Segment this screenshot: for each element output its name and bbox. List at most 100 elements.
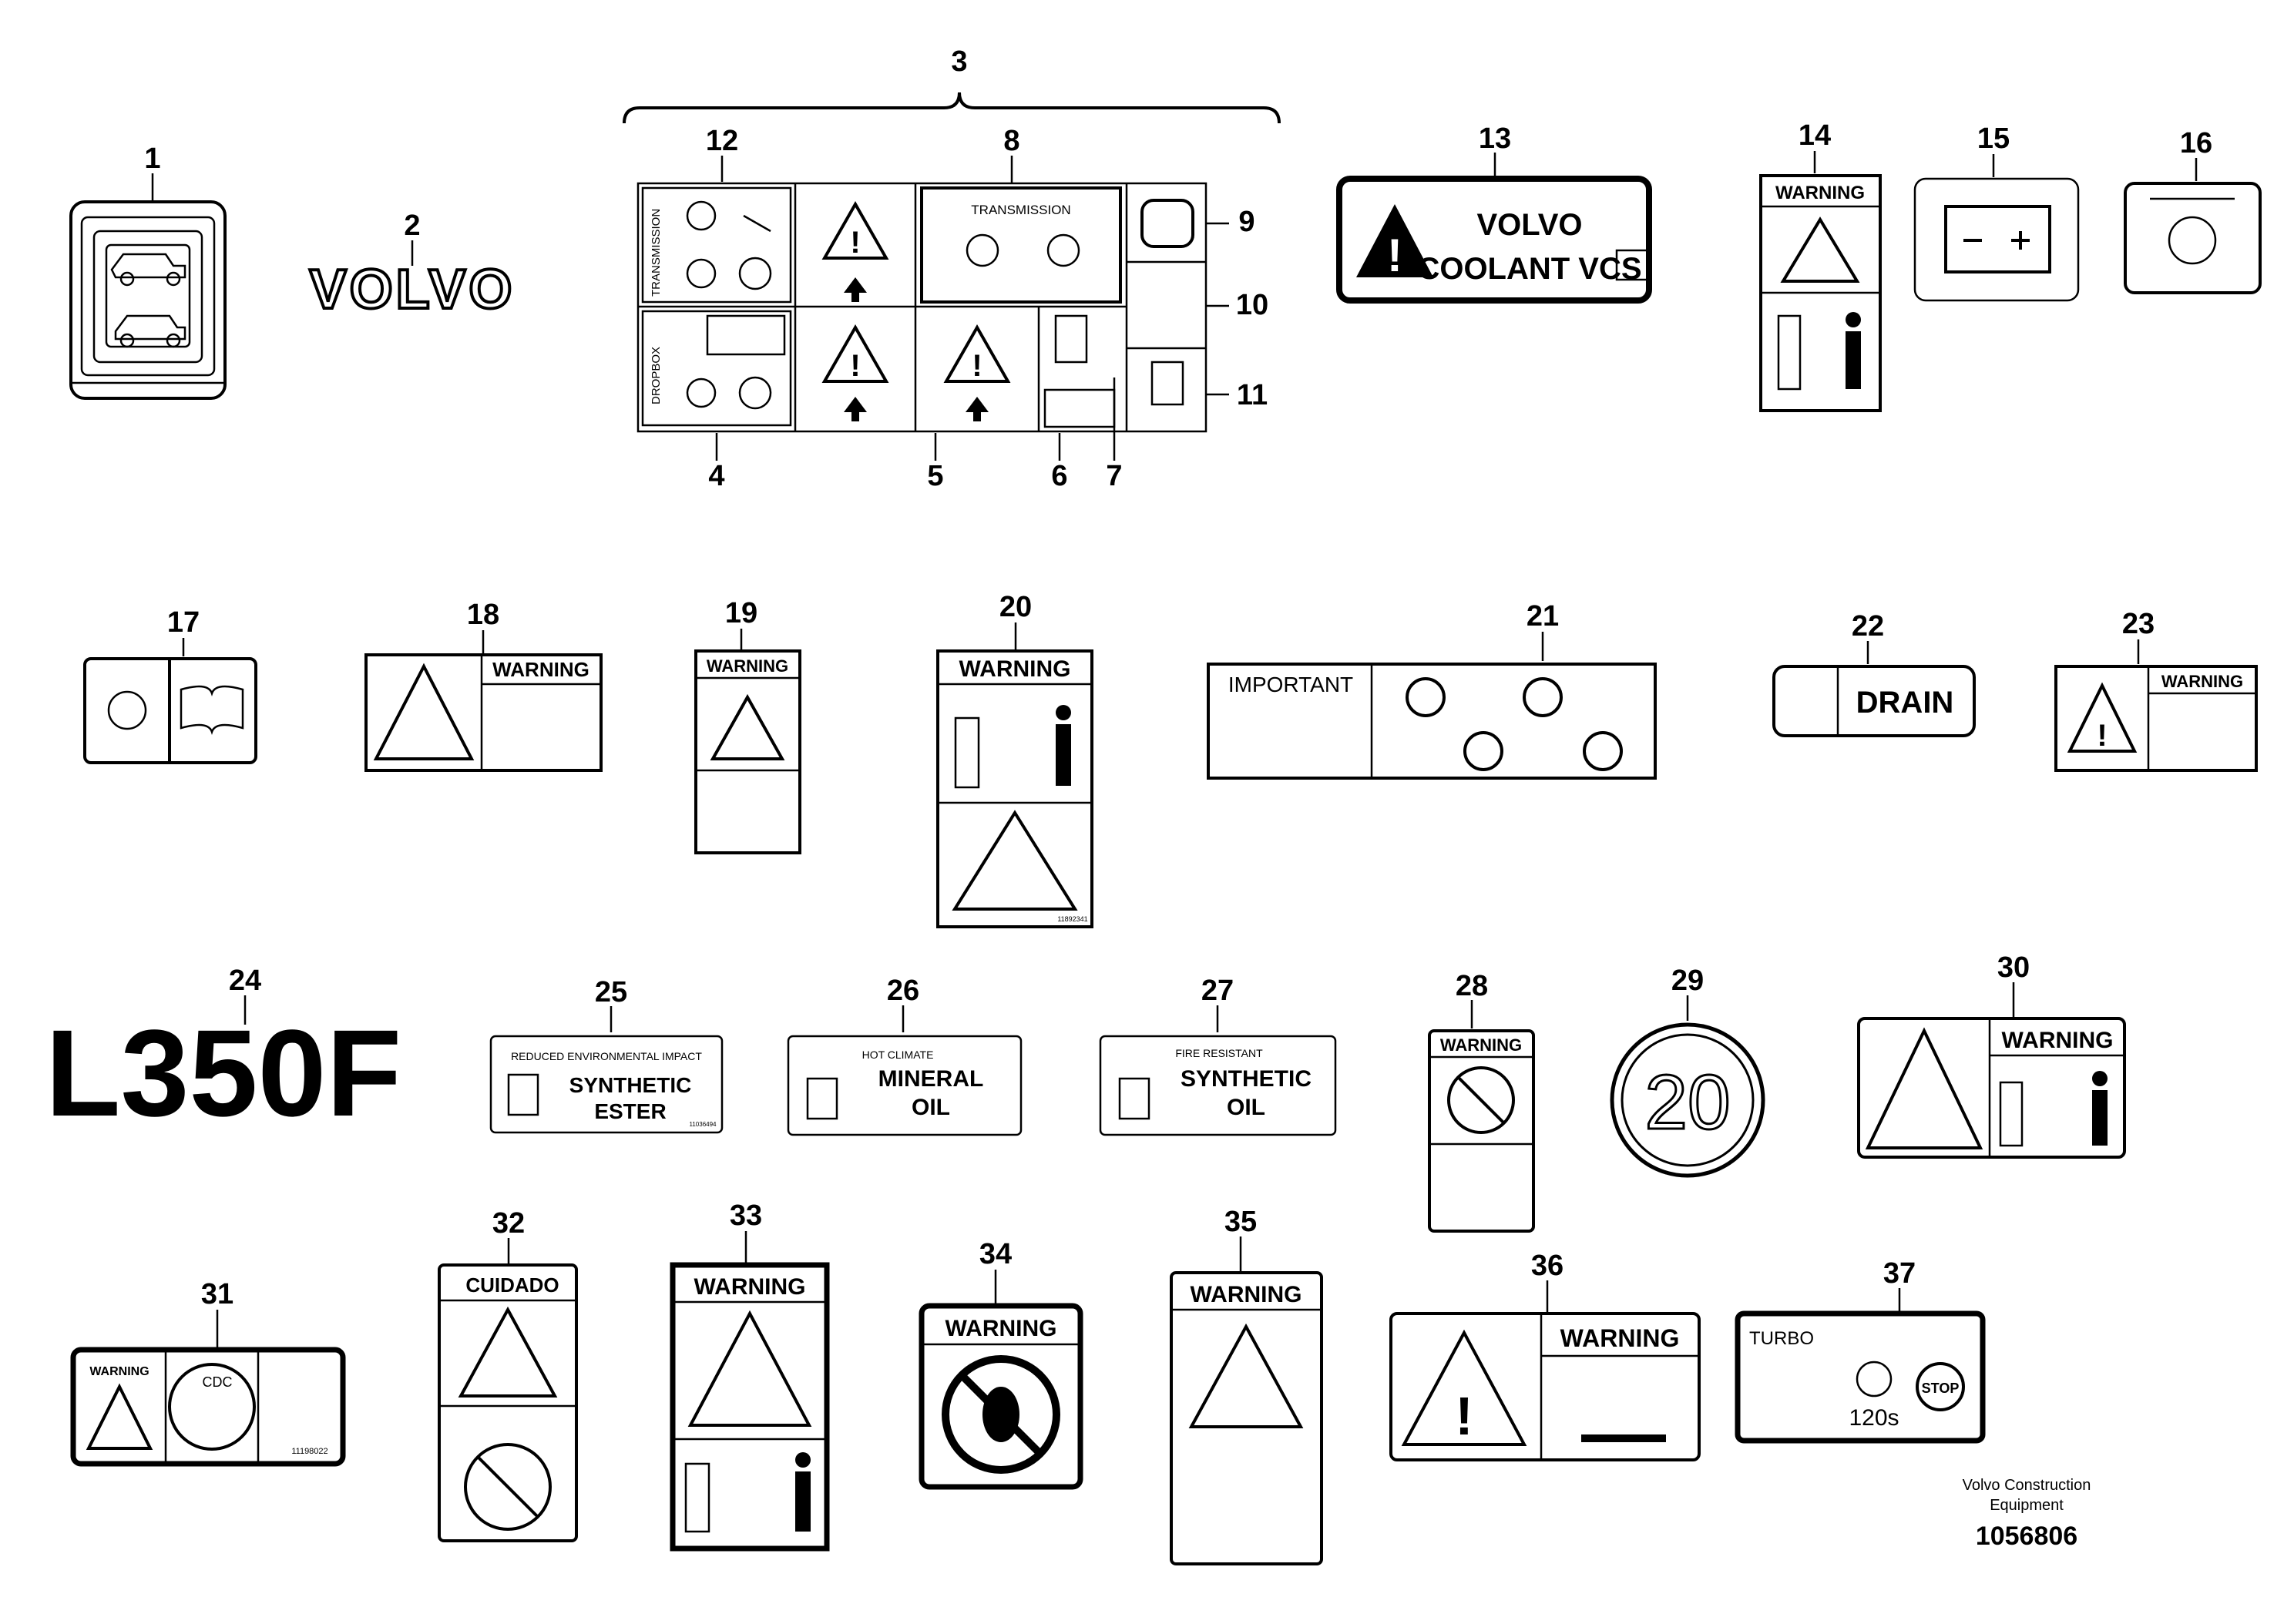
callout-13: 13	[1479, 122, 1511, 155]
callout-9: 9	[1238, 206, 1254, 238]
callout-34: 34	[979, 1238, 1012, 1270]
callout-10: 10	[1236, 289, 1268, 321]
svg-text:!: !	[1455, 1386, 1473, 1446]
callout-21: 21	[1527, 600, 1559, 632]
callout-18: 18	[467, 599, 499, 631]
decal-code: 11198022	[291, 1447, 327, 1456]
mineral-header: HOT CLIMATE	[862, 1049, 934, 1061]
warning-text: WARNING	[89, 1365, 149, 1378]
decal-29-speed-limit: 20	[1610, 1022, 1765, 1178]
company-line2: Equipment	[1990, 1497, 2064, 1514]
coolant-label: COOLANT VCS	[1417, 252, 1641, 286]
company-line1: Volvo Construction	[1963, 1477, 2091, 1494]
decal-3-composite: TRANSMISSION DROPBOX ! ! ! TRANSMISSION	[636, 182, 1207, 433]
callout-11: 11	[1237, 379, 1268, 411]
decal-code: 11036494	[690, 1121, 717, 1128]
callout-25: 25	[595, 976, 627, 1008]
decal-22-drain: DRAIN	[1772, 665, 1976, 737]
ester-header: REDUCED ENVIRONMENTAL IMPACT	[511, 1050, 702, 1062]
callout-37: 37	[1883, 1257, 1916, 1290]
important-text: IMPORTANT	[1228, 673, 1353, 696]
synthetic-header: FIRE RESISTANT	[1175, 1047, 1263, 1059]
warning-text: WARNING	[492, 658, 589, 681]
speed-limit-value: 20	[1644, 1059, 1730, 1146]
decal-28-warning: WARNING	[1428, 1029, 1535, 1233]
synthetic-line2: OIL	[1227, 1095, 1265, 1120]
callout-14: 14	[1799, 119, 1831, 152]
coolant-brand: VOLVO	[1476, 208, 1582, 242]
decal-17	[83, 657, 257, 764]
decal-31-warning: WARNING CDC 11198022	[70, 1347, 346, 1467]
callout-20: 20	[999, 591, 1032, 623]
decal-2-volvo-logo: VOLVO	[310, 259, 516, 320]
group-brace	[623, 92, 1281, 124]
decal-13-coolant: ! VOLVO COOLANT VCS	[1336, 176, 1652, 304]
decal-26-mineral: HOT CLIMATE MINERAL OIL	[787, 1035, 1023, 1136]
decal-37-turbo: TURBO 120s STOP	[1735, 1310, 1986, 1444]
callout-36: 36	[1531, 1250, 1563, 1282]
transmission-vertical-label: TRANSMISSION	[650, 209, 663, 297]
decal-15-battery	[1913, 177, 2080, 302]
callout-26: 26	[887, 975, 919, 1007]
synthetic-line1: SYNTHETIC	[1181, 1066, 1312, 1092]
svg-text:!: !	[972, 349, 982, 383]
callout-27: 27	[1201, 975, 1234, 1007]
cdc-label: CDC	[203, 1374, 233, 1390]
triangle-icon: !	[821, 324, 889, 421]
decal-21-important: IMPORTANT	[1207, 663, 1657, 780]
cuidado-text: CUIDADO	[465, 1273, 559, 1297]
callout-32: 32	[492, 1207, 525, 1240]
callout-7: 7	[1106, 460, 1122, 492]
svg-text:!: !	[1387, 230, 1402, 281]
callout-33: 33	[730, 1200, 762, 1232]
triangle-icon: !	[821, 200, 889, 302]
callout-28: 28	[1456, 970, 1488, 1002]
callout-2: 2	[404, 210, 420, 242]
callout-12: 12	[706, 125, 738, 157]
decal-27-synthetic: FIRE RESISTANT SYNTHETIC OIL	[1099, 1035, 1337, 1136]
callout-29: 29	[1671, 965, 1704, 997]
decal-18-warning: WARNING	[364, 653, 603, 772]
callout-numbers: 1 2 3 4 5 6 7 8 9 10 11 12 13 14 15 16 1…	[144, 45, 2212, 1310]
svg-text:!: !	[2097, 719, 2107, 753]
warning-text: WARNING	[2161, 672, 2243, 691]
callout-1: 1	[144, 143, 160, 175]
warning-text: WARNING	[2002, 1028, 2114, 1053]
decal-35-warning: WARNING	[1170, 1271, 1323, 1565]
transmission-label: TRANSMISSION	[971, 203, 1070, 217]
decal-20-warning: WARNING 11892341	[936, 649, 1093, 928]
svg-text:!: !	[850, 349, 860, 383]
callout-4: 4	[708, 460, 724, 492]
callout-24: 24	[229, 965, 261, 997]
triangle-icon: !	[943, 324, 1011, 421]
decal-24-model: L350F	[45, 1004, 401, 1142]
mineral-line2: OIL	[912, 1095, 950, 1120]
decal-14-warning: WARNING	[1759, 174, 1882, 412]
decal-23-warning: WARNING !	[2054, 665, 2258, 772]
stop-label: STOP	[1922, 1381, 1960, 1396]
callout-30: 30	[1997, 951, 2030, 984]
decal-19-warning: WARNING	[694, 649, 801, 854]
callout-23: 23	[2122, 608, 2155, 640]
decal-36-warning: WARNING !	[1389, 1312, 1701, 1461]
decal-16	[2124, 182, 2262, 294]
warning-text: WARNING	[1440, 1035, 1522, 1055]
mineral-line1: MINERAL	[878, 1066, 984, 1092]
callout-17: 17	[167, 606, 200, 639]
decal-25-ester: REDUCED ENVIRONMENTAL IMPACT SYNTHETIC E…	[489, 1035, 724, 1134]
decal-code: 11892341	[1057, 915, 1087, 923]
leader-lines	[151, 151, 2198, 1350]
ester-line2: ESTER	[594, 1099, 666, 1123]
decal-30-warning: WARNING	[1857, 1017, 2126, 1159]
decal-33-warning: WARNING	[670, 1262, 830, 1552]
warning-text: WARNING	[1191, 1282, 1302, 1307]
callout-22: 22	[1852, 610, 1884, 643]
turbo-label: TURBO	[1749, 1328, 1814, 1349]
decal-1-sheet	[69, 200, 227, 400]
warning-text: WARNING	[1560, 1324, 1680, 1352]
dropbox-vertical-label: DROPBOX	[650, 347, 663, 404]
callout-31: 31	[201, 1278, 233, 1310]
callout-5: 5	[927, 460, 943, 492]
warning-text: WARNING	[707, 656, 788, 676]
svg-text:!: !	[850, 226, 860, 260]
